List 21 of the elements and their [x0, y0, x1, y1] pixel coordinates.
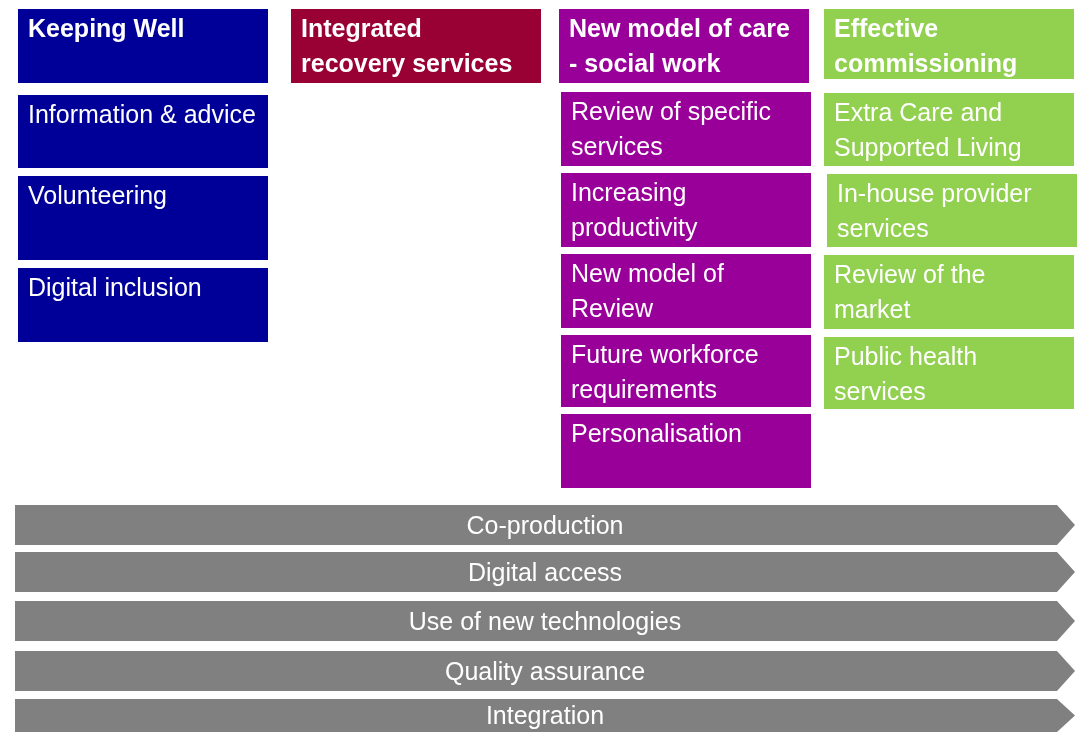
column-header: Keeping Well [18, 9, 268, 83]
workstream-box: New model of Review [561, 254, 811, 328]
column-header: New model of care - social work [559, 9, 809, 83]
chevron-band: Use of new technologies [15, 601, 1075, 641]
workstream-box: Future workforce requirements [561, 335, 811, 407]
chevron-band: Co-production [15, 505, 1075, 545]
workstream-box: Review of the market [824, 255, 1074, 329]
workstream-box: Volunteering [18, 176, 268, 260]
chevron-band: Quality assurance [15, 651, 1075, 691]
workstream-box: Review of specific services [561, 92, 811, 166]
workstream-box: Public health services [824, 337, 1074, 409]
column-header: Effective commissioning [824, 9, 1074, 79]
workstream-box: In-house provider services [827, 174, 1077, 247]
workstream-box: Digital inclusion [18, 268, 268, 342]
column-header: Integrated recovery services [291, 9, 541, 83]
chevron-band: Digital access [15, 552, 1075, 592]
workstream-box: Personalisation [561, 414, 811, 488]
chevron-band: Integration [15, 699, 1075, 732]
workstream-box: Increasing productivity [561, 173, 811, 247]
workstream-box: Extra Care and Supported Living [824, 93, 1074, 166]
workstream-box: Information & advice [18, 95, 268, 168]
